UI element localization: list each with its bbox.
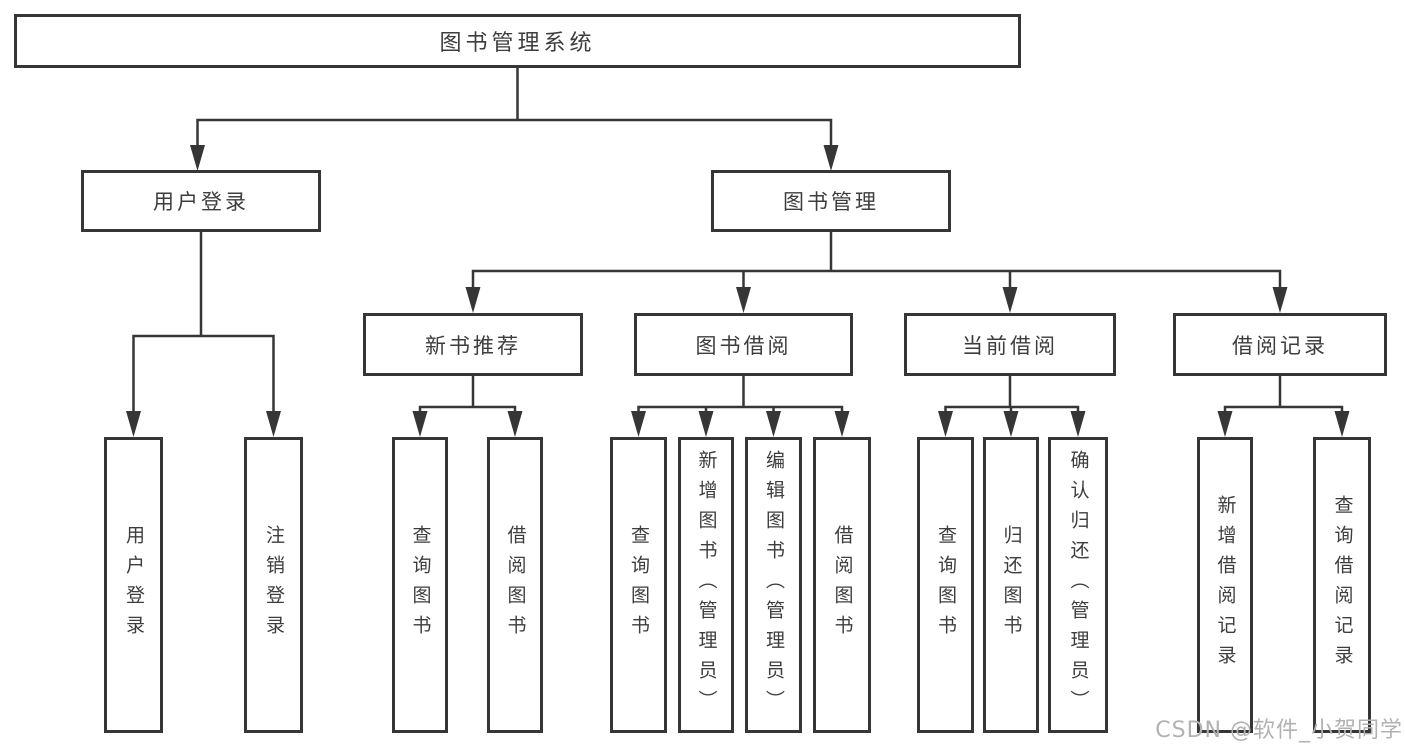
node-module-borrow-records: 借阅记录 [1173,313,1387,376]
node-module-label: 图书借阅 [695,333,792,358]
node-root-system: 图书管理系统 [14,14,1021,68]
node-module-label: 当前借阅 [962,333,1058,358]
node-leaf-add-borrow-record: 新增借阅记录 [1197,437,1253,733]
node-leaf-query-book-recommend: 查询图书 [392,437,448,733]
node-leaf-label: 查询图书 [628,525,650,645]
node-leaf-label: 编辑图书（管理员） [763,450,785,720]
connector-book-mgmt-to-modules [465,230,1288,313]
node-module-label: 借阅记录 [1232,333,1328,358]
node-leaf-add-book-admin: 新增图书（管理员） [678,437,734,733]
node-leaf-logout: 注销登录 [244,437,303,733]
node-branch-label: 用户登录 [153,190,249,214]
node-leaf-borrow-book-recommend: 借阅图书 [487,437,543,733]
csdn-watermark: CSDN @软件_小贺同学 [1155,718,1403,743]
node-branch-user-login: 用户登录 [81,170,321,232]
node-leaf-edit-book-admin: 编辑图书（管理员） [745,437,802,733]
node-leaf-label: 查询图书 [409,525,432,645]
node-root-label: 图书管理系统 [439,31,596,56]
node-leaf-user-login: 用户登录 [104,437,163,733]
node-leaf-query-book-borrow: 查询图书 [610,437,667,733]
node-branch-label: 图书管理 [783,190,879,214]
node-leaf-confirm-return-admin: 确认归还（管理员） [1048,437,1108,733]
node-module-label: 新书推荐 [425,333,521,358]
node-leaf-borrow-book: 借阅图书 [813,437,871,733]
connector-root-to-branches [190,66,839,171]
node-leaf-return-book: 归还图书 [983,437,1039,733]
node-leaf-label: 确认归还（管理员） [1067,450,1090,720]
node-leaf-label: 用户登录 [123,525,145,645]
node-module-book-borrow: 图书借阅 [634,313,853,376]
node-leaf-label: 查询图书 [935,525,957,645]
node-leaf-label: 归还图书 [1000,525,1023,645]
connector-current-borrow-to-leaves [938,374,1086,437]
node-leaf-label: 新增借阅记录 [1214,495,1237,675]
node-branch-book-management: 图书管理 [711,170,951,232]
node-leaf-label: 借阅图书 [831,525,854,645]
node-leaf-query-borrow-record: 查询借阅记录 [1313,437,1371,733]
node-leaf-label: 新增图书（管理员） [695,450,718,720]
node-leaf-label: 注销登录 [263,525,285,645]
connector-user-login-to-leaves [126,230,281,437]
connector-new-book-to-leaves [412,374,523,437]
node-leaf-label: 查询借阅记录 [1331,495,1354,675]
node-leaf-label: 借阅图书 [504,525,527,645]
node-module-new-book-recommend: 新书推荐 [363,313,583,376]
node-module-current-borrow: 当前借阅 [904,313,1116,376]
connector-book-borrow-to-leaves [631,374,850,437]
connector-borrow-records-to-leaves [1217,374,1350,437]
node-leaf-query-book-current: 查询图书 [917,437,974,733]
